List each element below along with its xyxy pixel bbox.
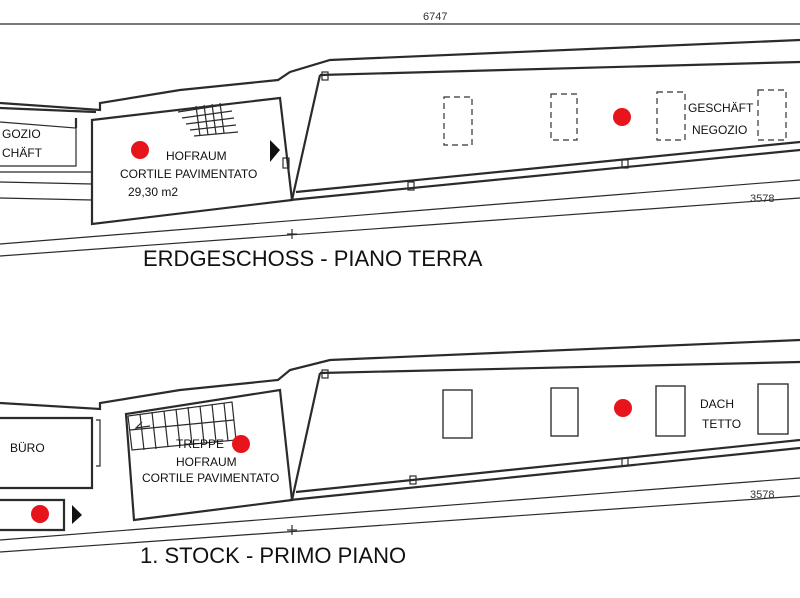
location-marker: [232, 435, 250, 453]
left-shop-label-1: GOZIO: [2, 127, 41, 141]
roof-label-1: DACH: [700, 397, 734, 411]
location-marker: [614, 399, 632, 417]
ground-stairs: [177, 102, 239, 137]
location-marker: [131, 141, 149, 159]
column-outline: [550, 93, 578, 141]
top-dimension-label: 6747: [423, 11, 447, 23]
first-floor-title: 1. STOCK - PRIMO PIANO: [140, 543, 406, 568]
courtyard-label-1: HOFRAUM: [176, 455, 237, 469]
skylight: [655, 385, 686, 437]
shop-label-2: NEGOZIO: [692, 123, 747, 137]
courtyard-label-1: HOFRAUM: [166, 149, 227, 163]
ground-floor-title: ERDGESCHOSS - PIANO TERRA: [143, 246, 483, 271]
shop-label-1: GESCHÄFT: [688, 101, 754, 115]
courtyard-label-2: CORTILE PAVIMENTATO: [142, 471, 279, 485]
skylight: [550, 387, 579, 437]
courtyard-label-2: CORTILE PAVIMENTATO: [120, 167, 257, 181]
stairs-label: TREPPE: [176, 437, 224, 451]
office-label: BÜRO: [10, 441, 45, 455]
elevation-label: 3578: [750, 489, 774, 501]
ground-floor-plan: GOZIO CHÄFT HOFRAUM CORTILE PAVIMENTATO …: [0, 38, 800, 271]
left-shop-label-2: CHÄFT: [2, 146, 43, 160]
elevation-label: 3578: [750, 193, 774, 205]
first-floor-plan: BÜRO TREPPE HOFRAUM CORTILE PAVIMENTATO …: [0, 338, 800, 568]
top-dimension: 6747: [0, 11, 800, 25]
skylight: [757, 383, 789, 435]
roof-label-2: TETTO: [702, 417, 741, 431]
column-outline: [443, 96, 473, 146]
location-marker: [613, 108, 631, 126]
column-outline: [757, 89, 787, 141]
column-outline: [656, 91, 686, 141]
skylight: [442, 389, 473, 439]
door-marker: [270, 140, 280, 162]
location-marker: [31, 505, 49, 523]
courtyard-area-label: 29,30 m2: [128, 185, 178, 199]
door-marker: [72, 505, 82, 524]
